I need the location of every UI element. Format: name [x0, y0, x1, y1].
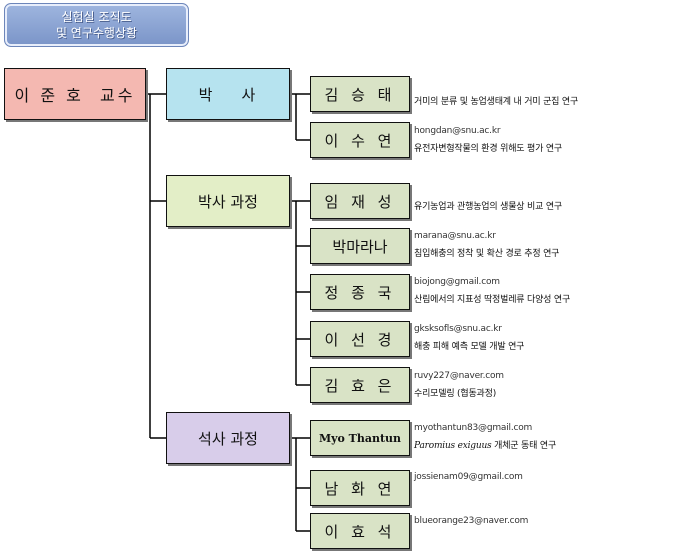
person-research: 거미의 분류 및 농업생태계 내 거미 군집 연구: [414, 97, 579, 107]
person-name: 김 효 은: [324, 376, 396, 395]
category-ms: 석사 과정: [166, 412, 290, 464]
title-line-2: 및 연구수행상황: [55, 26, 138, 40]
person-info: biojong@gmail.com 산림에서의 지표성 딱정벌레류 다양성 연구: [414, 275, 570, 307]
person-box: 김 효 은: [310, 367, 410, 403]
professor-name: 이 준 호 교수: [14, 86, 136, 105]
professor-box: 이 준 호 교수: [4, 68, 146, 120]
person-research: 산림에서의 지표성 딱정벌레류 다양성 연구: [414, 295, 571, 305]
person-email: blueorange23@naver.com: [414, 516, 529, 526]
person-research-line: Paromius exiguus 개체군 동태 연구: [414, 439, 556, 453]
person-email: marana@snu.ac.kr: [414, 231, 496, 241]
category-phd-label: 박사 과정: [198, 192, 258, 211]
person-name: 이 효 석: [324, 522, 396, 541]
person-name: 김 승 태: [324, 85, 396, 104]
person-info: myothantun83@gmail.com Paromius exiguus …: [414, 421, 556, 453]
person-box: 남 화 연: [310, 470, 410, 506]
person-email: hongdan@snu.ac.kr: [414, 126, 501, 136]
person-info: jossienam09@gmail.com: [414, 470, 523, 484]
person-box: 임 재 성: [310, 183, 410, 219]
person-box: 정 종 국: [310, 274, 410, 310]
person-name: Myo Thantun: [318, 431, 402, 445]
person-email: biojong@gmail.com: [414, 277, 500, 287]
person-name: 임 재 성: [324, 192, 396, 211]
person-research: 수리모델링 (협동과정): [414, 389, 497, 399]
person-name: 이 선 경: [324, 330, 396, 349]
species-name: Paromius exiguus: [414, 441, 492, 451]
person-box: 이 수 연: [310, 122, 410, 158]
title-line-1: 실험실 조직도: [61, 10, 132, 24]
person-email: ruvy227@naver.com: [414, 371, 504, 381]
person-box: Myo Thantun: [310, 420, 410, 456]
person-info: 유기농업과 관행농업의 생물상 비교 연구: [414, 200, 562, 214]
person-research: 해충 피해 예측 모델 개발 연구: [414, 342, 525, 352]
category-ms-label: 석사 과정: [198, 429, 258, 448]
person-info: hongdan@snu.ac.kr 유전자변형작물의 환경 위해도 평가 연구: [414, 124, 562, 156]
person-box: 김 승 태: [310, 76, 410, 112]
person-name: 정 종 국: [324, 283, 396, 302]
person-info: gksksofls@snu.ac.kr 해충 피해 예측 모델 개발 연구: [414, 322, 524, 354]
person-name: 이 수 연: [324, 131, 396, 150]
person-research: 유전자변형작물의 환경 위해도 평가 연구: [414, 144, 563, 154]
person-research: 개체군 동태 연구: [491, 441, 557, 451]
person-name: 박마라나: [332, 237, 388, 256]
person-email: myothantun83@gmail.com: [414, 423, 533, 433]
person-email: gksksofls@snu.ac.kr: [414, 324, 502, 334]
person-info: marana@snu.ac.kr 침입해충의 정착 및 확산 경로 추정 연구: [414, 229, 559, 261]
person-email: jossienam09@gmail.com: [414, 472, 523, 482]
person-info: ruvy227@naver.com 수리모델링 (협동과정): [414, 369, 504, 401]
person-info: blueorange23@naver.com: [414, 514, 528, 528]
person-box: 이 선 경: [310, 321, 410, 357]
person-box: 이 효 석: [310, 513, 410, 549]
person-research: 침입해충의 정착 및 확산 경로 추정 연구: [414, 249, 560, 259]
person-info: 거미의 분류 및 농업생태계 내 거미 군집 연구: [414, 95, 578, 109]
diagram-title: 실험실 조직도 및 연구수행상황: [4, 3, 189, 47]
category-doctor: 박 사: [166, 68, 290, 120]
category-phd: 박사 과정: [166, 175, 290, 227]
category-doctor-label: 박 사: [198, 85, 258, 104]
person-name: 남 화 연: [324, 479, 396, 498]
person-box: 박마라나: [310, 228, 410, 264]
person-research: 유기농업과 관행농업의 생물상 비교 연구: [414, 202, 563, 212]
